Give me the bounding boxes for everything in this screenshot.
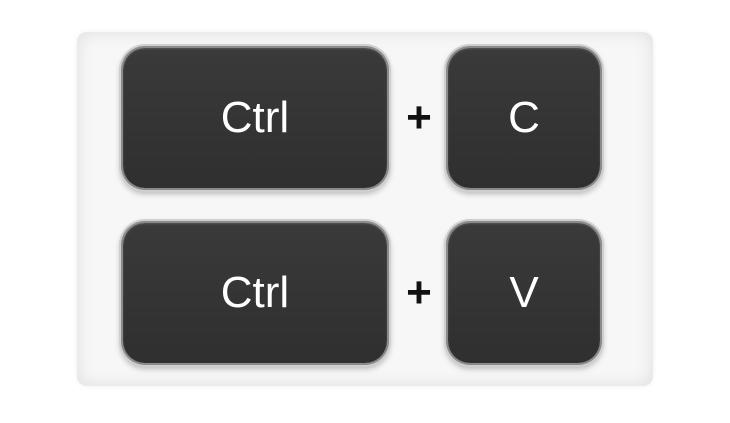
- v-key-label: V: [509, 268, 539, 317]
- shortcut-panel: Ctrl + C Ctrl + V: [77, 32, 653, 386]
- copy-shortcut-row: Ctrl + C: [77, 48, 653, 188]
- v-key: V: [448, 223, 600, 363]
- ctrl-key: Ctrl: [123, 48, 387, 188]
- paste-shortcut-row: Ctrl + V: [77, 223, 653, 363]
- ctrl-key: Ctrl: [123, 223, 387, 363]
- ctrl-key-label: Ctrl: [220, 93, 290, 142]
- plus-sign: +: [406, 93, 432, 142]
- plus-sign: +: [406, 268, 432, 317]
- c-key-label: C: [508, 93, 540, 142]
- c-key: C: [448, 48, 600, 188]
- ctrl-key-label: Ctrl: [220, 268, 290, 317]
